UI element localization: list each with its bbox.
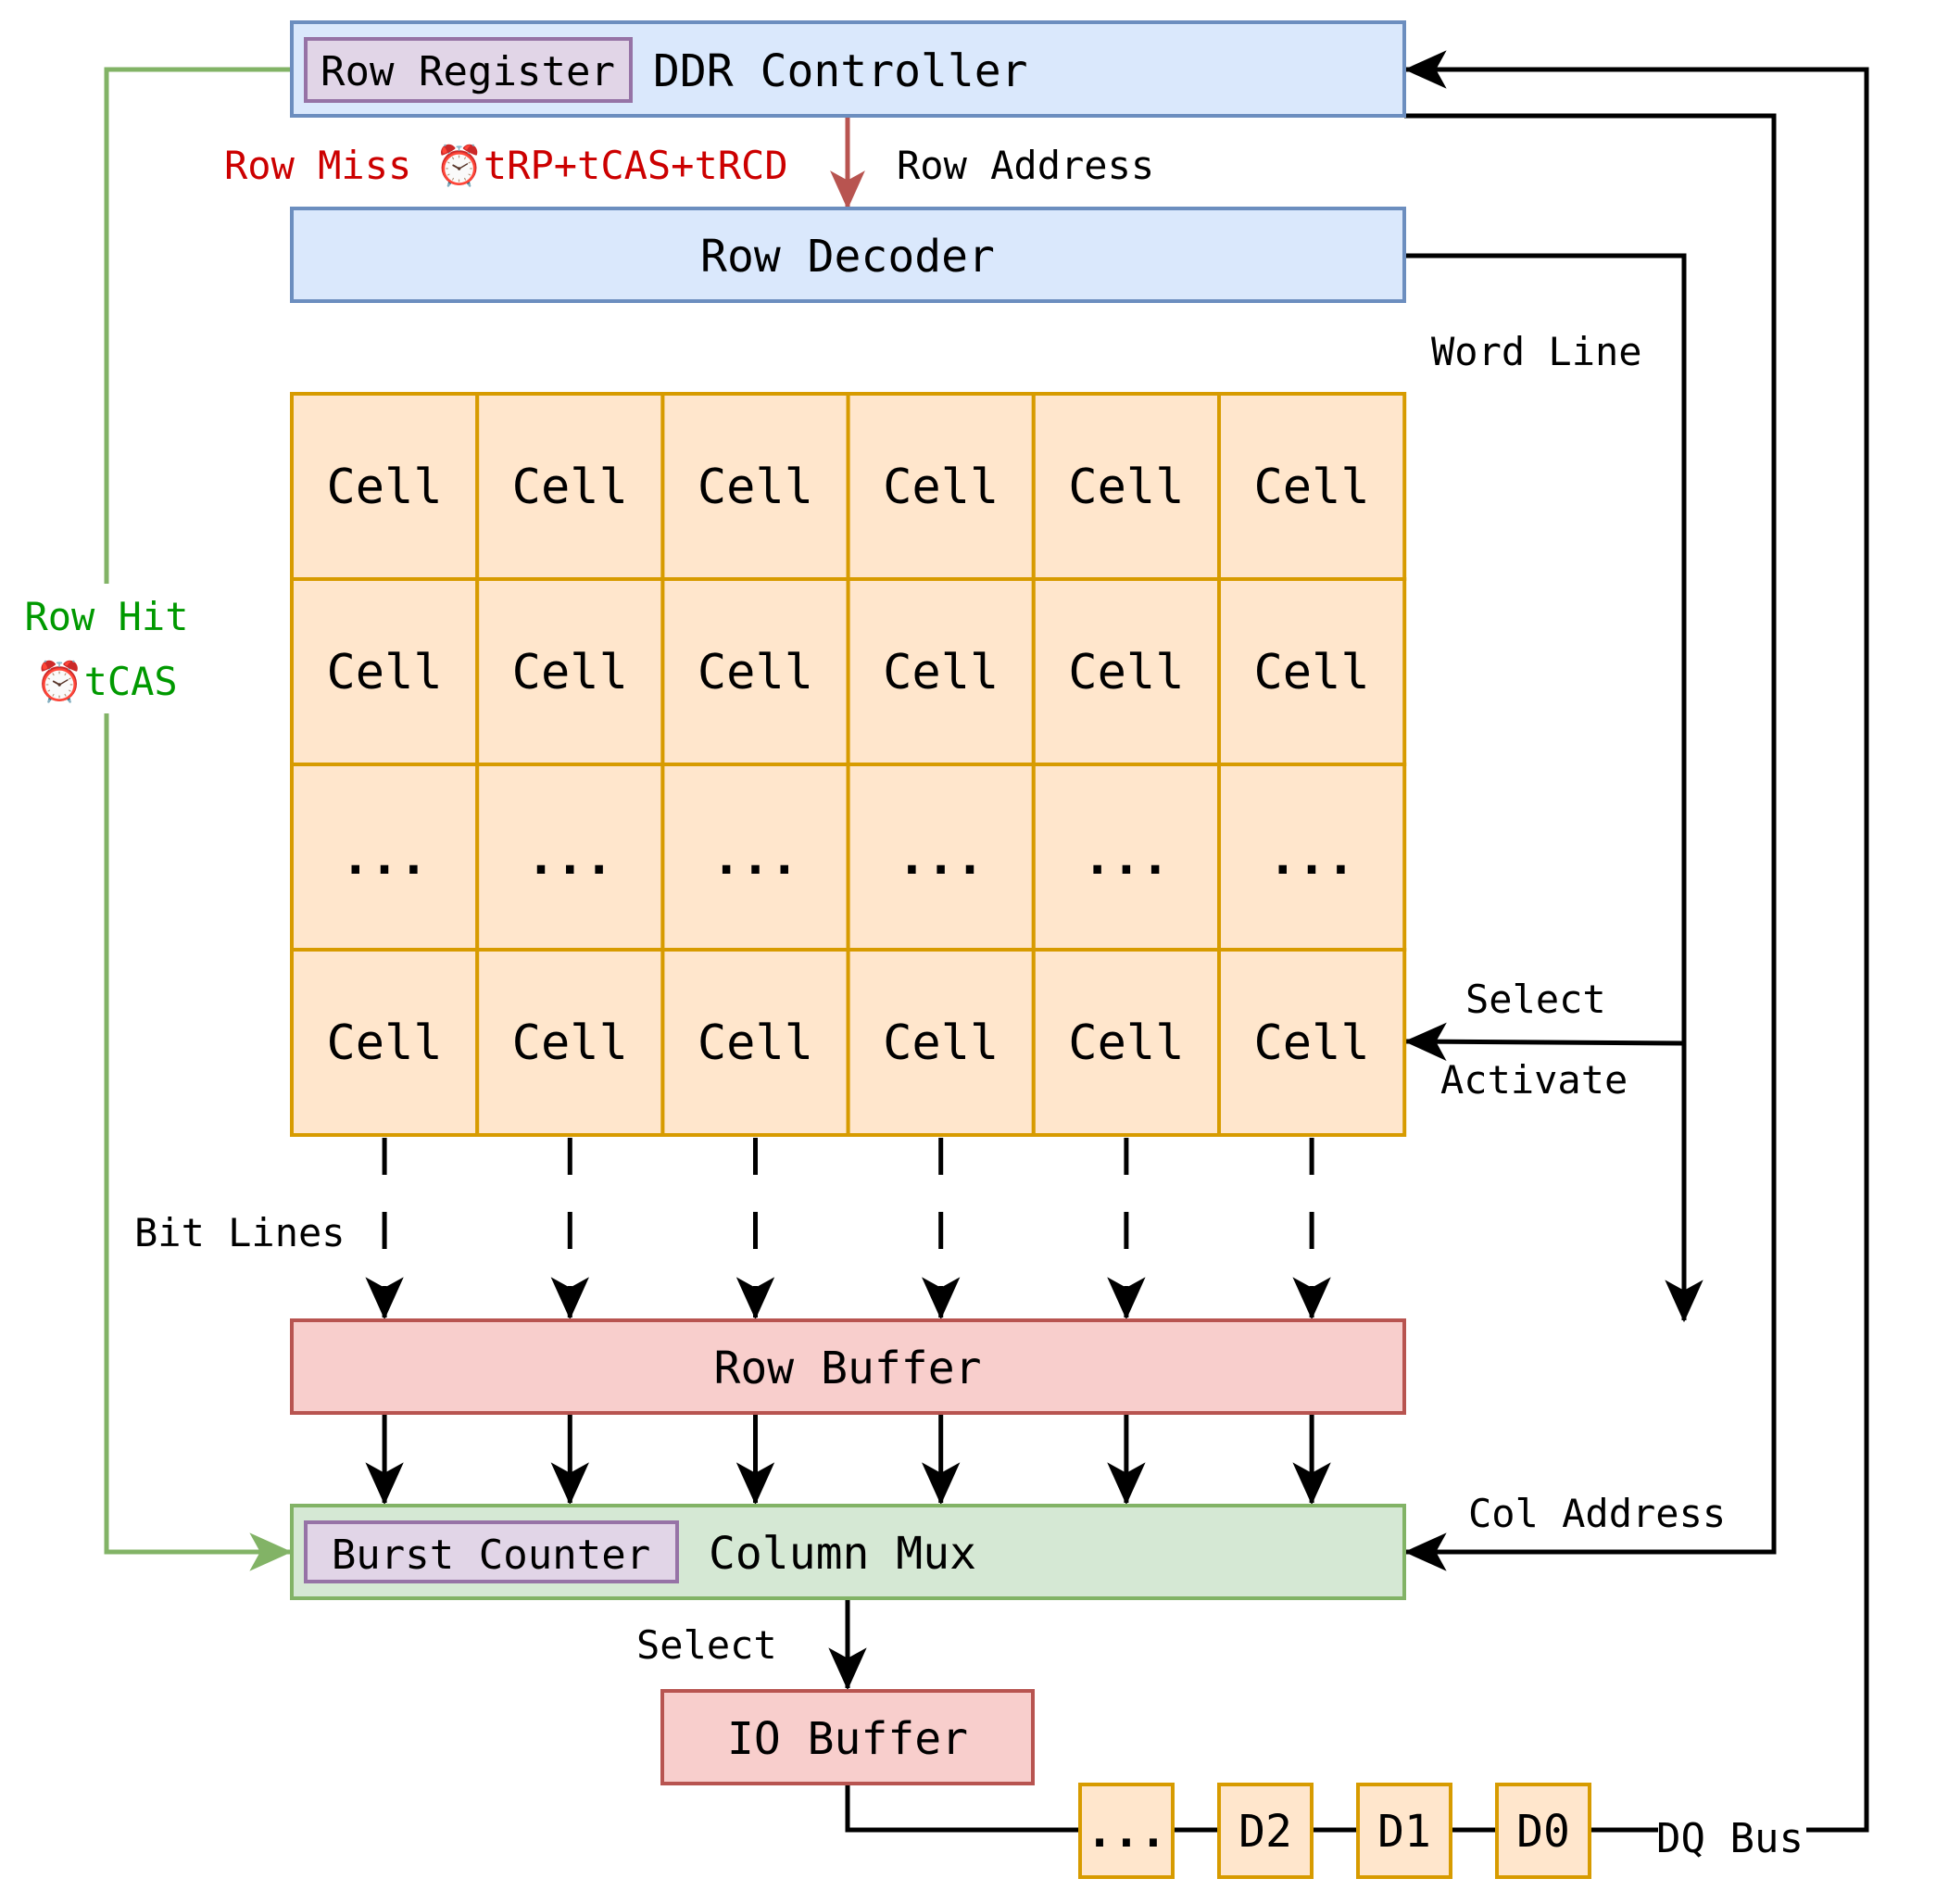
memory-cell[interactable]: Cell [290, 948, 480, 1137]
ddr-controller[interactable]: Row Register DDR Controller [290, 20, 1406, 118]
dq-beat-label: D1 [1377, 1806, 1431, 1858]
memory-cell[interactable]: Cell [290, 392, 480, 581]
memory-cell-label: Cell [698, 645, 813, 700]
dq-beat-label: ... [1087, 1806, 1167, 1858]
memory-cell[interactable]: ... [290, 763, 480, 952]
select-activate-arrow [1403, 1022, 1685, 1061]
activate-label: Activate [1440, 1057, 1628, 1103]
memory-cell[interactable]: Cell [1031, 577, 1222, 766]
dq-beat: ... [1078, 1783, 1175, 1879]
row-register-label: Row Register [321, 48, 615, 95]
column-mux[interactable]: Burst Counter Column Mux [290, 1504, 1406, 1600]
column-mux-label: Column Mux [709, 1528, 976, 1580]
memory-cell[interactable]: Cell [1031, 392, 1222, 581]
memory-cell-label: Cell [512, 645, 628, 700]
alarm-clock-icon: ⏰ [35, 658, 83, 704]
memory-cell[interactable]: Cell [290, 577, 480, 766]
memory-cell-label: Cell [1253, 1015, 1369, 1071]
dq-beat: D0 [1495, 1783, 1591, 1879]
word-line-connector [1404, 253, 1703, 1323]
memory-cell-label: Cell [1068, 460, 1184, 515]
dq-beat: D1 [1356, 1783, 1452, 1879]
alarm-clock-icon: ⏰ [435, 142, 484, 188]
burst-counter-label: Burst Counter [332, 1532, 650, 1579]
memory-cell-label: Cell [1068, 1015, 1184, 1071]
dq-bus-label: DQ Bus [1656, 1815, 1804, 1862]
memory-cell-label: Cell [698, 460, 813, 515]
bit-lines-label: Bit Lines [134, 1210, 346, 1255]
memory-cell[interactable]: ... [1031, 763, 1222, 952]
memory-cell-label: ... [341, 830, 428, 886]
row-buffer[interactable]: Row Buffer [290, 1318, 1406, 1415]
memory-cell[interactable]: ... [1217, 763, 1407, 952]
memory-cell-label: ... [712, 830, 799, 886]
col-address-label: Col Address [1468, 1491, 1726, 1536]
memory-cell[interactable]: Cell [475, 948, 665, 1137]
row-hit-connector-top [104, 67, 292, 584]
memory-cell-label: ... [898, 830, 985, 886]
io-buffer[interactable]: IO Buffer [660, 1689, 1035, 1785]
mux-select-label: Select [636, 1622, 777, 1668]
memory-cell-label: Cell [512, 1015, 628, 1071]
memory-cell[interactable]: Cell [475, 577, 665, 766]
memory-cell[interactable]: Cell [1217, 392, 1407, 581]
memory-cell[interactable]: ... [475, 763, 665, 952]
memory-cell-label: Cell [883, 645, 999, 700]
dq-beat: D2 [1217, 1783, 1314, 1879]
row-address-label: Row Address [897, 143, 1154, 188]
memory-cell-label: ... [526, 830, 613, 886]
col-address-connector [1403, 113, 1777, 1571]
memory-cell-label: Cell [698, 1015, 813, 1071]
memory-cell[interactable]: Cell [1217, 948, 1407, 1137]
memory-cell[interactable]: Cell [1217, 577, 1407, 766]
row-decoder[interactable]: Row Decoder [290, 207, 1406, 303]
row-decoder-label: Row Decoder [700, 231, 995, 283]
memory-cell-label: Cell [883, 460, 999, 515]
memory-cell-label: Cell [1068, 645, 1184, 700]
memory-cell-label: Cell [512, 460, 628, 515]
row-hit-connector-bottom [104, 713, 293, 1571]
row-register[interactable]: Row Register [304, 37, 633, 103]
dq-bus-beats: ... D2 D1 D0 [1078, 1783, 1591, 1879]
ddr-controller-label: DDR Controller [653, 45, 1028, 97]
dq-bus-return-connector [1403, 50, 1869, 1833]
memory-cell[interactable]: Cell [660, 948, 850, 1137]
row-miss-label: Row Miss ⏰tRP+tCAS+tRCD [224, 142, 788, 188]
row-buffer-label: Row Buffer [714, 1343, 982, 1394]
bit-lines [365, 1138, 1331, 1320]
memory-cell[interactable]: Cell [846, 392, 1036, 581]
memory-cell[interactable]: Cell [660, 577, 850, 766]
dq-beat-label: D0 [1516, 1806, 1570, 1858]
memory-cell[interactable]: Cell [475, 392, 665, 581]
memory-cell[interactable]: Cell [846, 948, 1036, 1137]
row-buffer-to-mux-arrows [365, 1414, 1331, 1506]
memory-cell-label: ... [1083, 830, 1170, 886]
memory-cell-label: Cell [1253, 645, 1369, 700]
memory-cell-label: Cell [883, 1015, 999, 1071]
memory-cell[interactable]: ... [660, 763, 850, 952]
memory-cell-label: ... [1268, 830, 1355, 886]
memory-cell-label: Cell [326, 460, 442, 515]
memory-cell[interactable]: Cell [1031, 948, 1222, 1137]
memory-cell-label: Cell [1253, 460, 1369, 515]
io-buffer-label: IO Buffer [727, 1713, 968, 1765]
select-label: Select [1465, 977, 1606, 1022]
word-line-label: Word Line [1431, 329, 1642, 374]
row-hit-timing: ⏰tCAS [35, 658, 177, 704]
memory-cell-label: Cell [326, 645, 442, 700]
memory-cell[interactable]: Cell [846, 577, 1036, 766]
row-hit-label: Row Hit [24, 594, 188, 639]
burst-counter[interactable]: Burst Counter [304, 1520, 679, 1583]
memory-cell[interactable]: ... [846, 763, 1036, 952]
memory-cell[interactable]: Cell [660, 392, 850, 581]
memory-cell-label: Cell [326, 1015, 442, 1071]
dq-beat-label: D2 [1238, 1806, 1292, 1858]
